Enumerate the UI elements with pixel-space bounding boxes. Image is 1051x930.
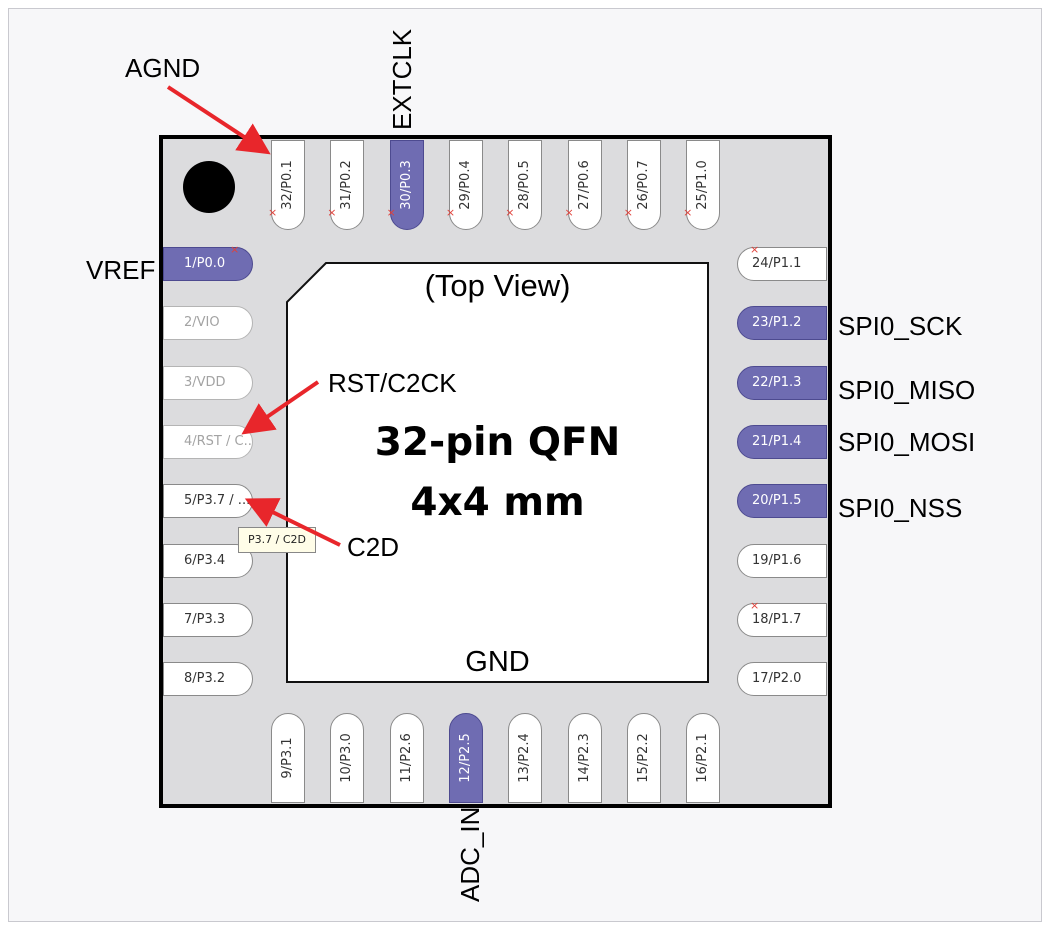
- pin-unused-mark-icon: ×: [683, 206, 693, 219]
- signal-label-extclk: EXTCLK: [387, 28, 417, 130]
- pin-3[interactable]: 3/VDD: [163, 365, 253, 400]
- pin-31[interactable]: 31/P0.2: [330, 140, 365, 230]
- signal-label-rst-c2ck: RST/C2CK: [328, 368, 457, 398]
- pin-2[interactable]: 2/VIO: [163, 306, 253, 341]
- signal-label-spi-nss: SPI0_NSS: [838, 493, 963, 523]
- pin-4[interactable]: 4/RST / C...: [163, 424, 253, 459]
- pin-label: 17/P2.0: [752, 671, 802, 687]
- pin-19[interactable]: 19/P1.6: [737, 543, 827, 578]
- pin-17[interactable]: 17/P2.0: [737, 662, 827, 697]
- pin-15[interactable]: 15/P2.2: [626, 713, 661, 803]
- pin-label: 4/RST / C...: [184, 433, 253, 449]
- pin-23[interactable]: 23/P1.2: [737, 306, 827, 341]
- pin-1[interactable]: 1/P0.0: [163, 247, 253, 281]
- signal-label-spi-mosi: SPI0_MOSI: [838, 427, 976, 457]
- pin-20[interactable]: 20/P1.5: [737, 484, 827, 519]
- pin-label: 21/P1.4: [752, 433, 802, 449]
- pin-label: 24/P1.1: [752, 256, 802, 271]
- signal-label-spi-sck: SPI0_SCK: [838, 311, 963, 341]
- pin-14[interactable]: 14/P2.3: [567, 713, 602, 803]
- pin-8[interactable]: 8/P3.2: [163, 662, 253, 697]
- signal-label-adc-in: ADC_IN: [455, 806, 485, 902]
- pin-unused-mark-icon: ×: [564, 206, 574, 219]
- pin-7[interactable]: 7/P3.3: [163, 602, 253, 637]
- pin-25[interactable]: 25/P1.0: [686, 140, 721, 230]
- pin-label: 6/P3.4: [184, 552, 226, 568]
- pin-label: 3/VDD: [184, 374, 226, 390]
- die-pad: [286, 262, 709, 683]
- pin-16[interactable]: 16/P2.1: [686, 713, 721, 803]
- pin-12[interactable]: 12/P2.5: [448, 713, 483, 803]
- pin-5[interactable]: 5/P3.7 / ...: [163, 484, 253, 519]
- rst-c2ck-arrow: [241, 380, 320, 435]
- pin-label: 20/P1.5: [752, 493, 802, 509]
- pin-unused-mark-icon: ×: [750, 243, 760, 256]
- die-pad-outline: [286, 262, 709, 683]
- pin-unused-mark-icon: ×: [386, 206, 396, 219]
- pin-unused-mark-icon: ×: [750, 598, 760, 612]
- pin-21[interactable]: 21/P1.4: [737, 424, 827, 459]
- agnd-arrow: [166, 85, 271, 155]
- pin-24[interactable]: 24/P1.1: [737, 247, 827, 281]
- package-size: 4x4 mm: [410, 480, 585, 525]
- pin-label: 1/P0.0: [184, 256, 226, 271]
- pin-label: 2/VIO: [184, 315, 220, 331]
- pin-18[interactable]: 18/P1.7: [737, 602, 827, 637]
- pin-unused-mark-icon: ×: [230, 243, 240, 256]
- pin-10[interactable]: 10/P3.0: [330, 713, 365, 803]
- pin-30[interactable]: 30/P0.3: [389, 140, 424, 230]
- signal-label-vref: VREF: [86, 255, 156, 285]
- pin-label: 8/P3.2: [184, 671, 226, 687]
- pin-unused-mark-icon: ×: [623, 206, 634, 219]
- pin-unused-mark-icon: ×: [327, 206, 337, 219]
- c2d-arrow: [244, 498, 341, 547]
- pin-label: 23/P1.2: [752, 315, 802, 331]
- pin1-indicator-dot: [183, 161, 235, 213]
- pin-28[interactable]: 28/P0.5: [508, 140, 543, 230]
- top-view-label: (Top View): [424, 268, 571, 303]
- pin-label: 19/P1.6: [752, 552, 802, 568]
- pin-22[interactable]: 22/P1.3: [737, 365, 827, 400]
- pin-26[interactable]: 26/P0.7: [626, 140, 661, 230]
- pin-13[interactable]: 13/P2.4: [508, 713, 543, 803]
- signal-label-agnd: AGND: [125, 53, 201, 83]
- pin-27[interactable]: 27/P0.6: [567, 140, 602, 230]
- pin-label: 5/P3.7 / ...: [184, 493, 251, 509]
- package-title: 32-pin QFN: [374, 420, 621, 465]
- pin-unused-mark-icon: ×: [268, 206, 278, 219]
- pin-label: 22/P1.3: [752, 374, 802, 390]
- signal-label-spi-miso: SPI0_MISO: [838, 375, 976, 405]
- pin-29[interactable]: 29/P0.4: [448, 140, 483, 230]
- pin-tooltip: P3.7 / C2D: [238, 527, 316, 553]
- pin-label: 18/P1.7: [752, 611, 802, 627]
- pin-32[interactable]: 32/P0.1: [271, 140, 305, 230]
- center-pad-label: GND: [465, 646, 530, 678]
- signal-label-c2d: C2D: [347, 532, 400, 562]
- pin-6[interactable]: 6/P3.4: [163, 543, 253, 578]
- pin-label: 7/P3.3: [184, 611, 226, 627]
- pin-unused-mark-icon: ×: [505, 206, 515, 219]
- pin-unused-mark-icon: ×: [445, 206, 456, 219]
- pin-11[interactable]: 11/P2.6: [389, 713, 424, 803]
- pin-9[interactable]: 9/P3.1: [271, 713, 305, 803]
